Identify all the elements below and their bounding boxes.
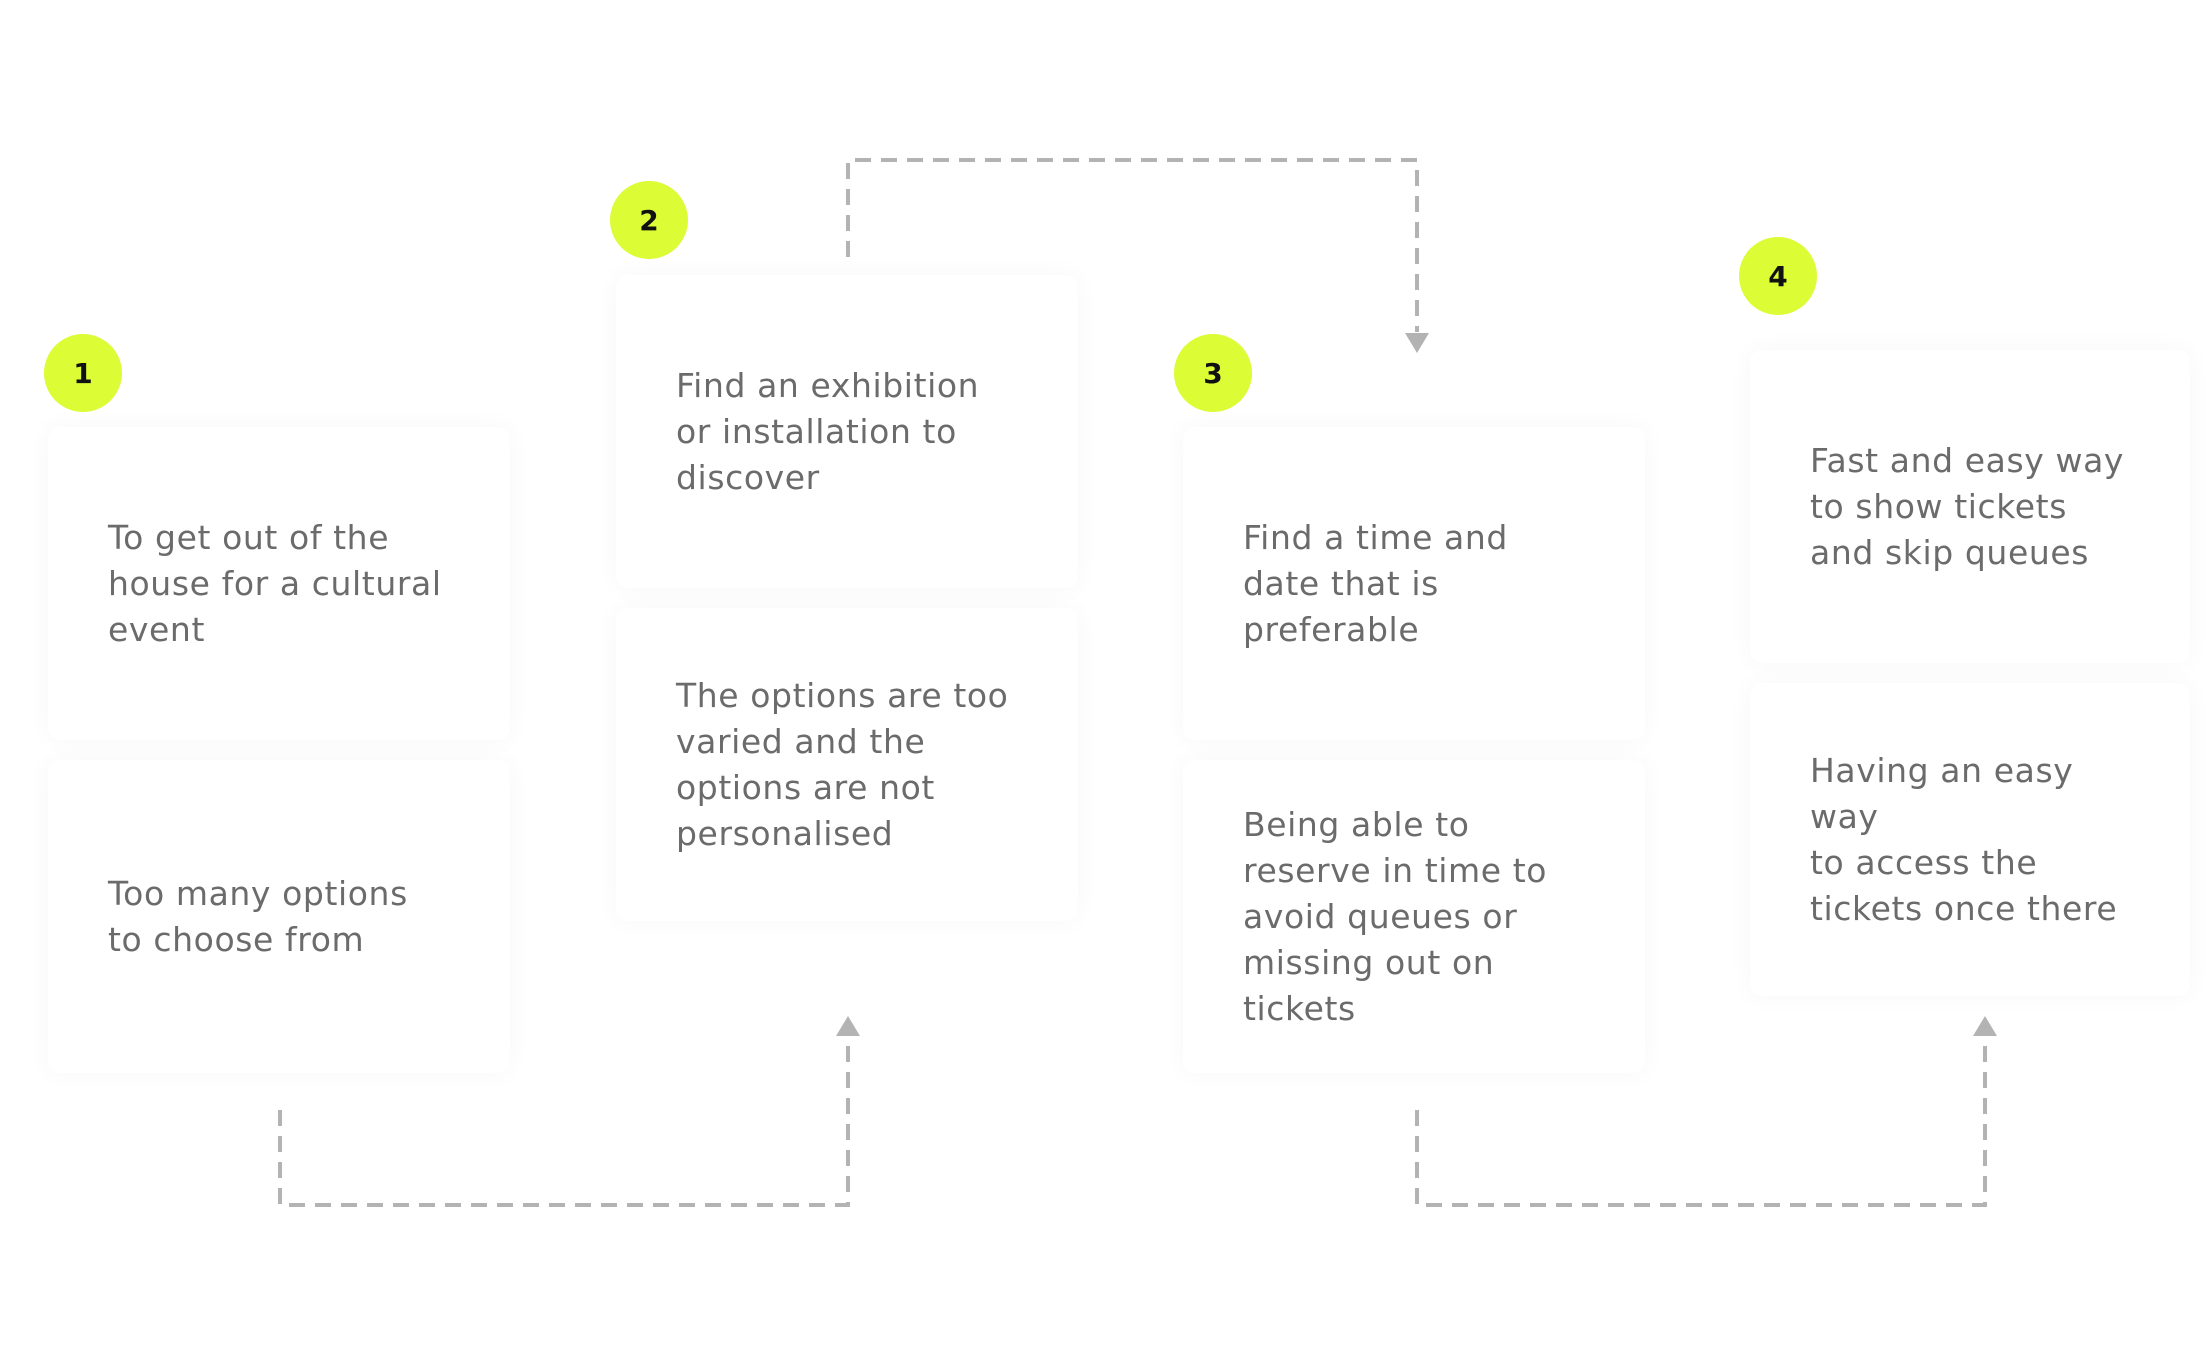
- step-1-badge: 1: [44, 334, 122, 412]
- step-4-pain-card: Having an easy way to access the tickets…: [1750, 683, 2190, 996]
- step-2-pain-card: The options are too varied and the optio…: [616, 608, 1078, 921]
- step-4-pain-text: Having an easy way to access the tickets…: [1810, 750, 2118, 928]
- step-2-goal-text: Find an exhibition or installation to di…: [676, 365, 980, 497]
- step-1-goal-text: To get out of the house for a cultural e…: [108, 517, 442, 649]
- step-3-pain-text: Being able to reserve in time to avoid q…: [1243, 804, 1548, 1028]
- connector-3-to-4: [1415, 1032, 1987, 1207]
- step-2-pain-text: The options are too varied and the optio…: [676, 675, 1009, 853]
- arrowhead-up-icon: [836, 1016, 860, 1036]
- step-2-goal-card: Find an exhibition or installation to di…: [616, 275, 1078, 588]
- arrowhead-up-icon: [1973, 1016, 1997, 1036]
- step-3-pain-card: Being able to reserve in time to avoid q…: [1183, 760, 1645, 1073]
- step-1-goal-card: To get out of the house for a cultural e…: [48, 427, 510, 740]
- step-3-badge: 3: [1174, 334, 1252, 412]
- step-1-pain-text: Too many options to choose from: [108, 873, 408, 959]
- step-4-badge: 4: [1739, 237, 1817, 315]
- step-3-goal-text: Find a time and date that is preferable: [1243, 517, 1508, 649]
- arrowhead-down-icon: [1405, 333, 1429, 353]
- step-3-goal-card: Find a time and date that is preferable: [1183, 427, 1645, 740]
- step-4-goal-card: Fast and easy way to show tickets and sk…: [1750, 350, 2190, 663]
- connector-1-to-2: [278, 1032, 850, 1207]
- step-2-badge: 2: [610, 181, 688, 259]
- step-1-pain-card: Too many options to choose from: [48, 760, 510, 1073]
- step-4-goal-text: Fast and easy way to show tickets and sk…: [1810, 440, 2125, 572]
